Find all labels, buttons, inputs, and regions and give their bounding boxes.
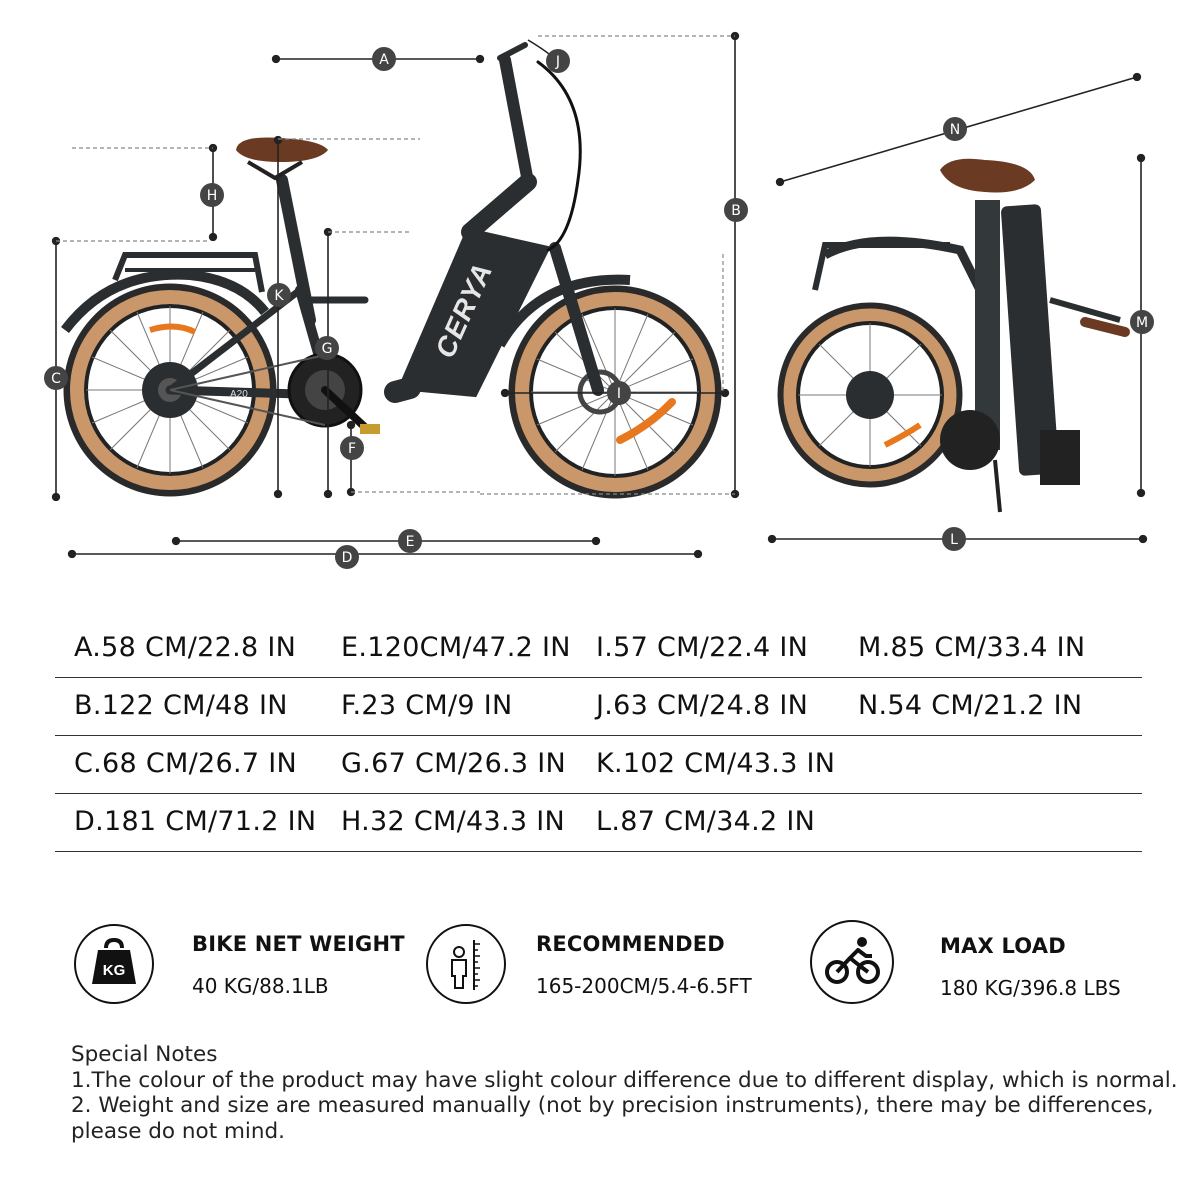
notes-title: Special Notes	[71, 1042, 218, 1067]
spec-cell: C.68 CM/26.7 IN	[74, 748, 297, 779]
badge-n: N	[943, 117, 967, 141]
recommended-value: 165-200CM/5.4-6.5FT	[536, 974, 752, 998]
svg-text:F: F	[348, 441, 356, 457]
net-weight-value: 40 KG/88.1LB	[192, 974, 329, 998]
spec-cell: G.67 CM/26.3 IN	[341, 748, 567, 779]
spec-cell: I.57 CM/22.4 IN	[596, 632, 809, 663]
cyclist-icon	[810, 920, 894, 1004]
spec-row: B.122 CM/48 IN F.23 CM/9 IN J.63 CM/24.8…	[55, 678, 1142, 736]
notes-line-3: please do not mind.	[71, 1118, 285, 1144]
badge-g: G	[315, 336, 339, 360]
svg-text:E: E	[406, 534, 415, 550]
spec-cell: H.32 CM/43.3 IN	[341, 806, 565, 837]
net-weight-title: BIKE NET WEIGHT	[192, 932, 405, 956]
height-person-icon	[426, 924, 506, 1004]
spec-cell: N.54 CM/21.2 IN	[858, 690, 1083, 721]
spec-cell: J.63 CM/24.8 IN	[596, 690, 809, 721]
dimension-badges: A B C D E F G H I J K L M N	[44, 47, 1154, 569]
svg-text:A: A	[379, 52, 389, 68]
badge-b: B	[724, 198, 748, 222]
spec-cell: D.181 CM/71.2 IN	[74, 806, 317, 837]
badge-a: A	[372, 47, 396, 71]
badge-d: D	[335, 545, 359, 569]
svg-text:B: B	[731, 203, 741, 219]
notes-line-2: 2. Weight and size are measured manually…	[71, 1093, 1154, 1118]
dimension-spec-table: A.58 CM/22.8 IN E.120CM/47.2 IN I.57 CM/…	[55, 620, 1142, 852]
notes-line-1: 1.The colour of the product may have sli…	[71, 1067, 1178, 1093]
svg-text:D: D	[342, 550, 353, 566]
svg-text:K: K	[274, 288, 284, 304]
badge-h: H	[200, 183, 224, 207]
folded-bike-illustration	[777, 158, 1130, 513]
saddle	[236, 137, 328, 162]
badge-l: L	[942, 527, 966, 551]
spec-cell: A.58 CM/22.8 IN	[74, 632, 297, 663]
badge-k: K	[267, 283, 291, 307]
special-notes: Special Notes 1.The colour of the produc…	[71, 1042, 1178, 1144]
spec-row: A.58 CM/22.8 IN E.120CM/47.2 IN I.57 CM/…	[55, 620, 1142, 678]
badge-j: J	[546, 49, 570, 73]
badge-e: E	[398, 529, 422, 553]
badge-c: C	[44, 366, 68, 390]
svg-text:J: J	[555, 54, 560, 70]
svg-text:G: G	[322, 341, 333, 357]
spec-row: C.68 CM/26.7 IN G.67 CM/26.3 IN K.102 CM…	[55, 736, 1142, 794]
svg-text:N: N	[950, 122, 960, 138]
svg-text:M: M	[1136, 315, 1148, 331]
unfolded-bike-illustration: CERYA A20	[61, 42, 722, 499]
bike-dimension-diagram: CERYA A20	[44, 31, 1154, 569]
spec-cell: E.120CM/47.2 IN	[341, 632, 571, 663]
svg-text:L: L	[950, 532, 958, 548]
badge-f: F	[340, 436, 364, 460]
spec-row: D.181 CM/71.2 IN H.32 CM/43.3 IN L.87 CM…	[55, 794, 1142, 852]
weight-kg-icon: KG	[74, 924, 154, 1004]
spec-cell: F.23 CM/9 IN	[341, 690, 513, 721]
svg-text:I: I	[617, 386, 621, 402]
max-load-title: MAX LOAD	[940, 934, 1066, 958]
spec-cell: M.85 CM/33.4 IN	[858, 632, 1086, 663]
svg-text:H: H	[207, 188, 218, 204]
max-load-value: 180 KG/396.8 LBS	[940, 976, 1121, 1000]
model-text: A20	[230, 389, 248, 400]
spec-cell: B.122 CM/48 IN	[74, 690, 288, 721]
badge-i: I	[607, 381, 631, 405]
recommended-title: RECOMMENDED	[536, 932, 725, 956]
badge-m: M	[1130, 310, 1154, 334]
spec-cell: K.102 CM/43.3 IN	[596, 748, 836, 779]
svg-text:C: C	[51, 371, 61, 387]
svg-text:KG: KG	[103, 962, 126, 979]
spec-cell: L.87 CM/34.2 IN	[596, 806, 816, 837]
